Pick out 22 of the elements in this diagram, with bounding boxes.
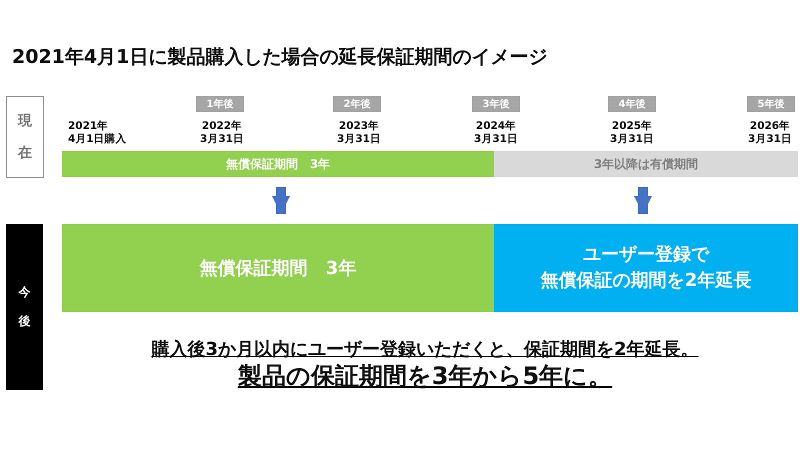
- date-label: 2021年4月1日購入: [68, 120, 127, 146]
- year-badge: 1年後: [196, 96, 244, 112]
- date-label: 2022年3月31日: [200, 120, 244, 146]
- period-bar: 3年以降は有償期間: [494, 151, 798, 177]
- date-label: 2023年3月31日: [337, 120, 381, 146]
- side-label-box: 現在: [6, 96, 44, 178]
- year-badge: 5年後: [747, 96, 795, 112]
- date-label: 2024年3月31日: [474, 120, 518, 146]
- title: 2021年4月1日に製品購入した場合の延長保証期間のイメージ: [12, 45, 548, 70]
- period-block: ユーザー登録で無償保証の期間を2年延長: [494, 224, 798, 312]
- down-arrow: [272, 187, 290, 214]
- period-block: 無償保証期間 3年: [62, 224, 494, 312]
- date-label: 2026年3月31日: [748, 120, 792, 146]
- note-text: 購入後3か月以内にユーザー登録いただくと、保証期間を2年延長。: [151, 338, 699, 361]
- period-bar: 無償保証期間 3年: [62, 151, 494, 177]
- date-label: 2025年3月31日: [610, 120, 654, 146]
- headline-text: 製品の保証期間を3年から5年に。: [238, 361, 612, 392]
- side-label-box: 今後: [6, 224, 43, 390]
- year-badge: 2年後: [333, 96, 381, 112]
- down-arrow: [634, 187, 652, 214]
- year-badge: 3年後: [472, 96, 520, 112]
- year-badge: 4年後: [608, 96, 656, 112]
